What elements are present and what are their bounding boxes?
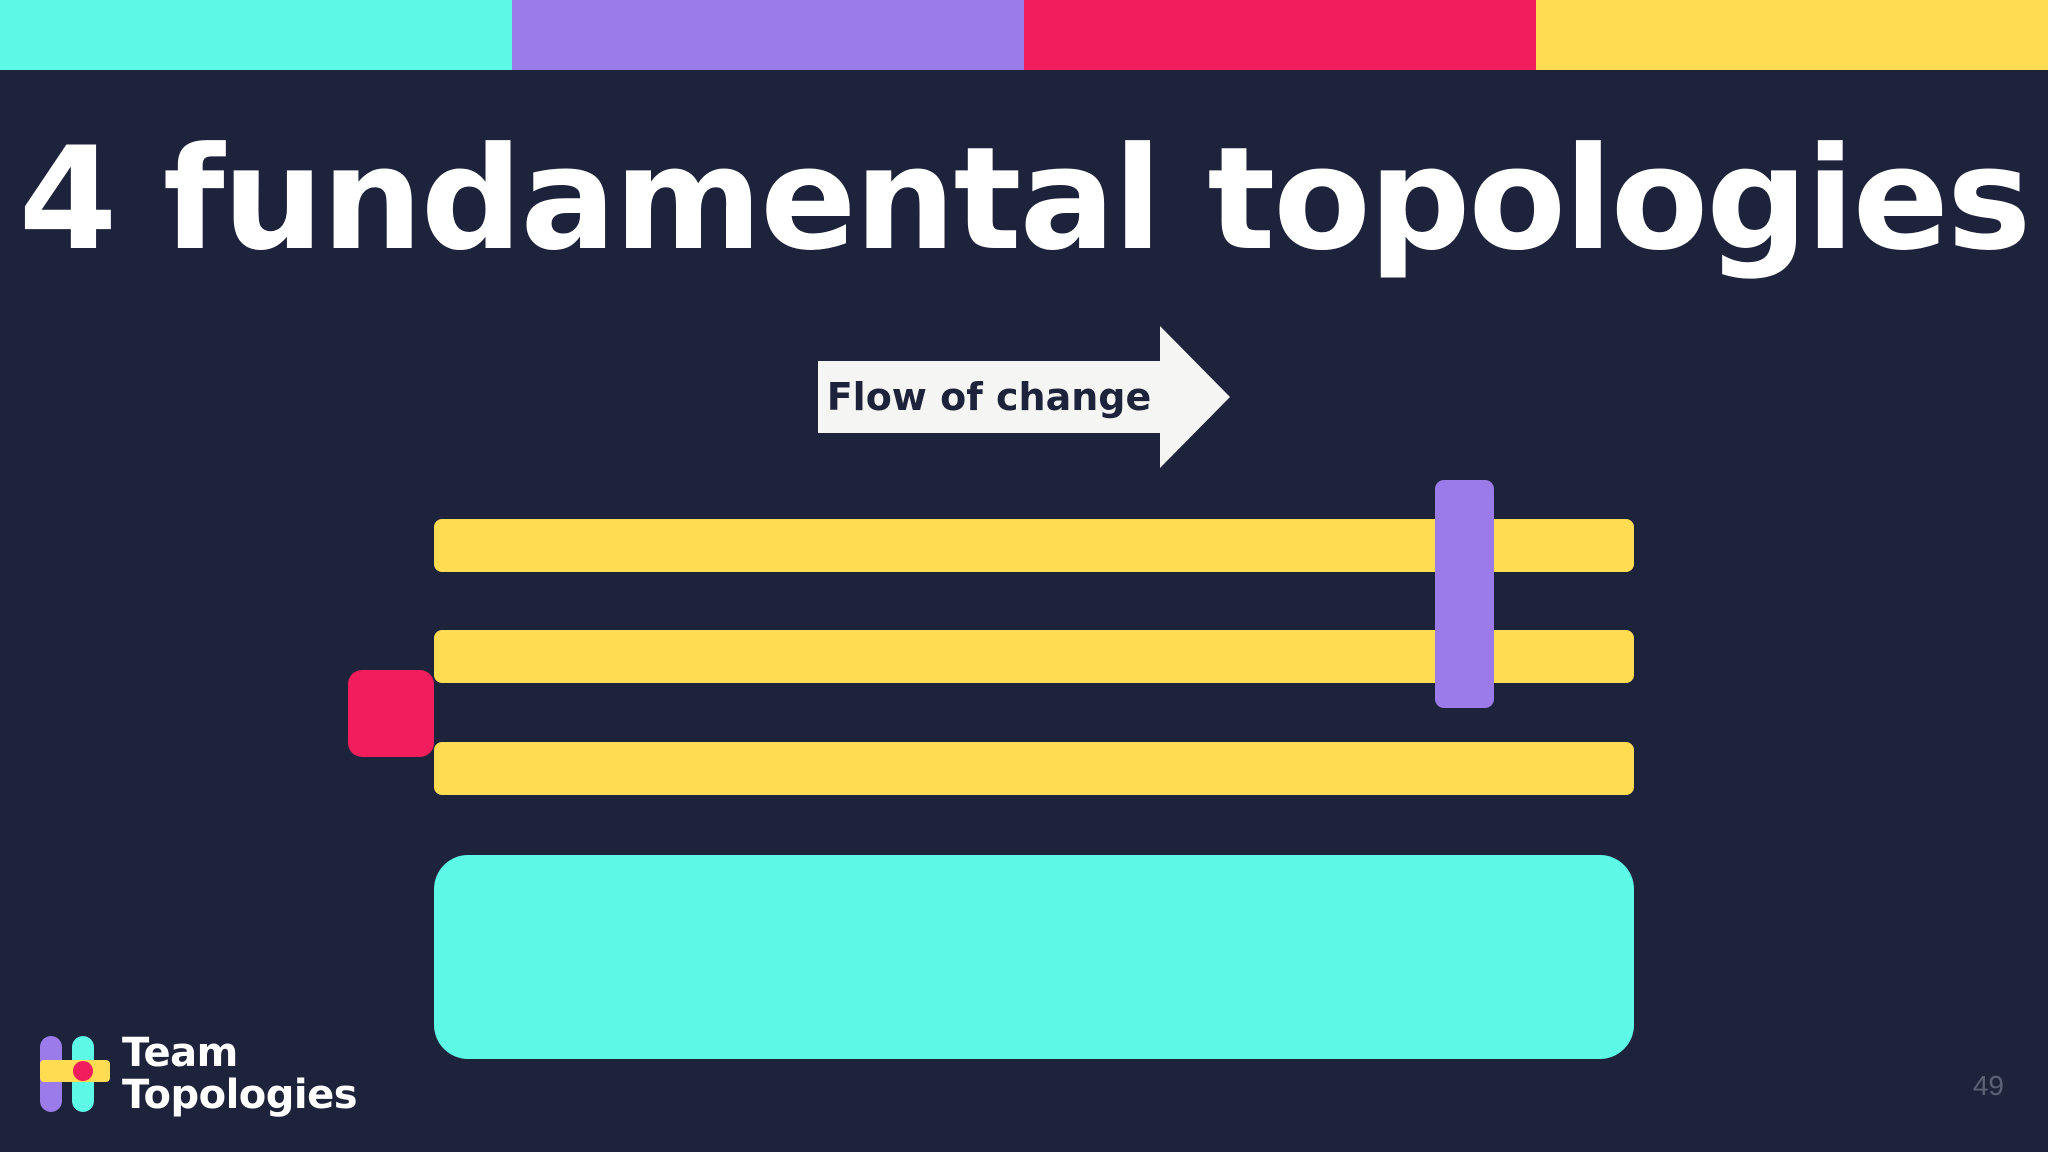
- team-topologies-logo: Team Topologies: [38, 1030, 358, 1118]
- enabling-team: [1435, 480, 1494, 708]
- platform-team: [434, 855, 1634, 1059]
- logo-line-1: Team: [122, 1030, 238, 1076]
- strip-segment-pink: [1024, 0, 1536, 70]
- stream-aligned-team-2: [434, 630, 1634, 683]
- team-topologies-logo-icon: [38, 1034, 112, 1114]
- stream-aligned-team-1: [434, 519, 1634, 572]
- flow-of-change-label: Flow of change: [826, 375, 1152, 419]
- strip-segment-yellow: [1536, 0, 2048, 70]
- logo-line-2: Topologies: [122, 1072, 358, 1118]
- flow-of-change-arrow: Flow of change: [818, 326, 1230, 468]
- page-number: 49: [1972, 1070, 2004, 1101]
- stream-aligned-team-3: [434, 742, 1634, 795]
- top-color-strip: [0, 0, 2048, 70]
- complicated-subsystem-team: [348, 670, 434, 757]
- strip-segment-purple: [512, 0, 1024, 70]
- logo-wordmark: Team Topologies: [122, 1030, 358, 1118]
- slide-title: 4 fundamental topologies: [18, 117, 2032, 282]
- strip-segment-teal: [0, 0, 512, 70]
- arrow-right-icon: [818, 326, 1230, 468]
